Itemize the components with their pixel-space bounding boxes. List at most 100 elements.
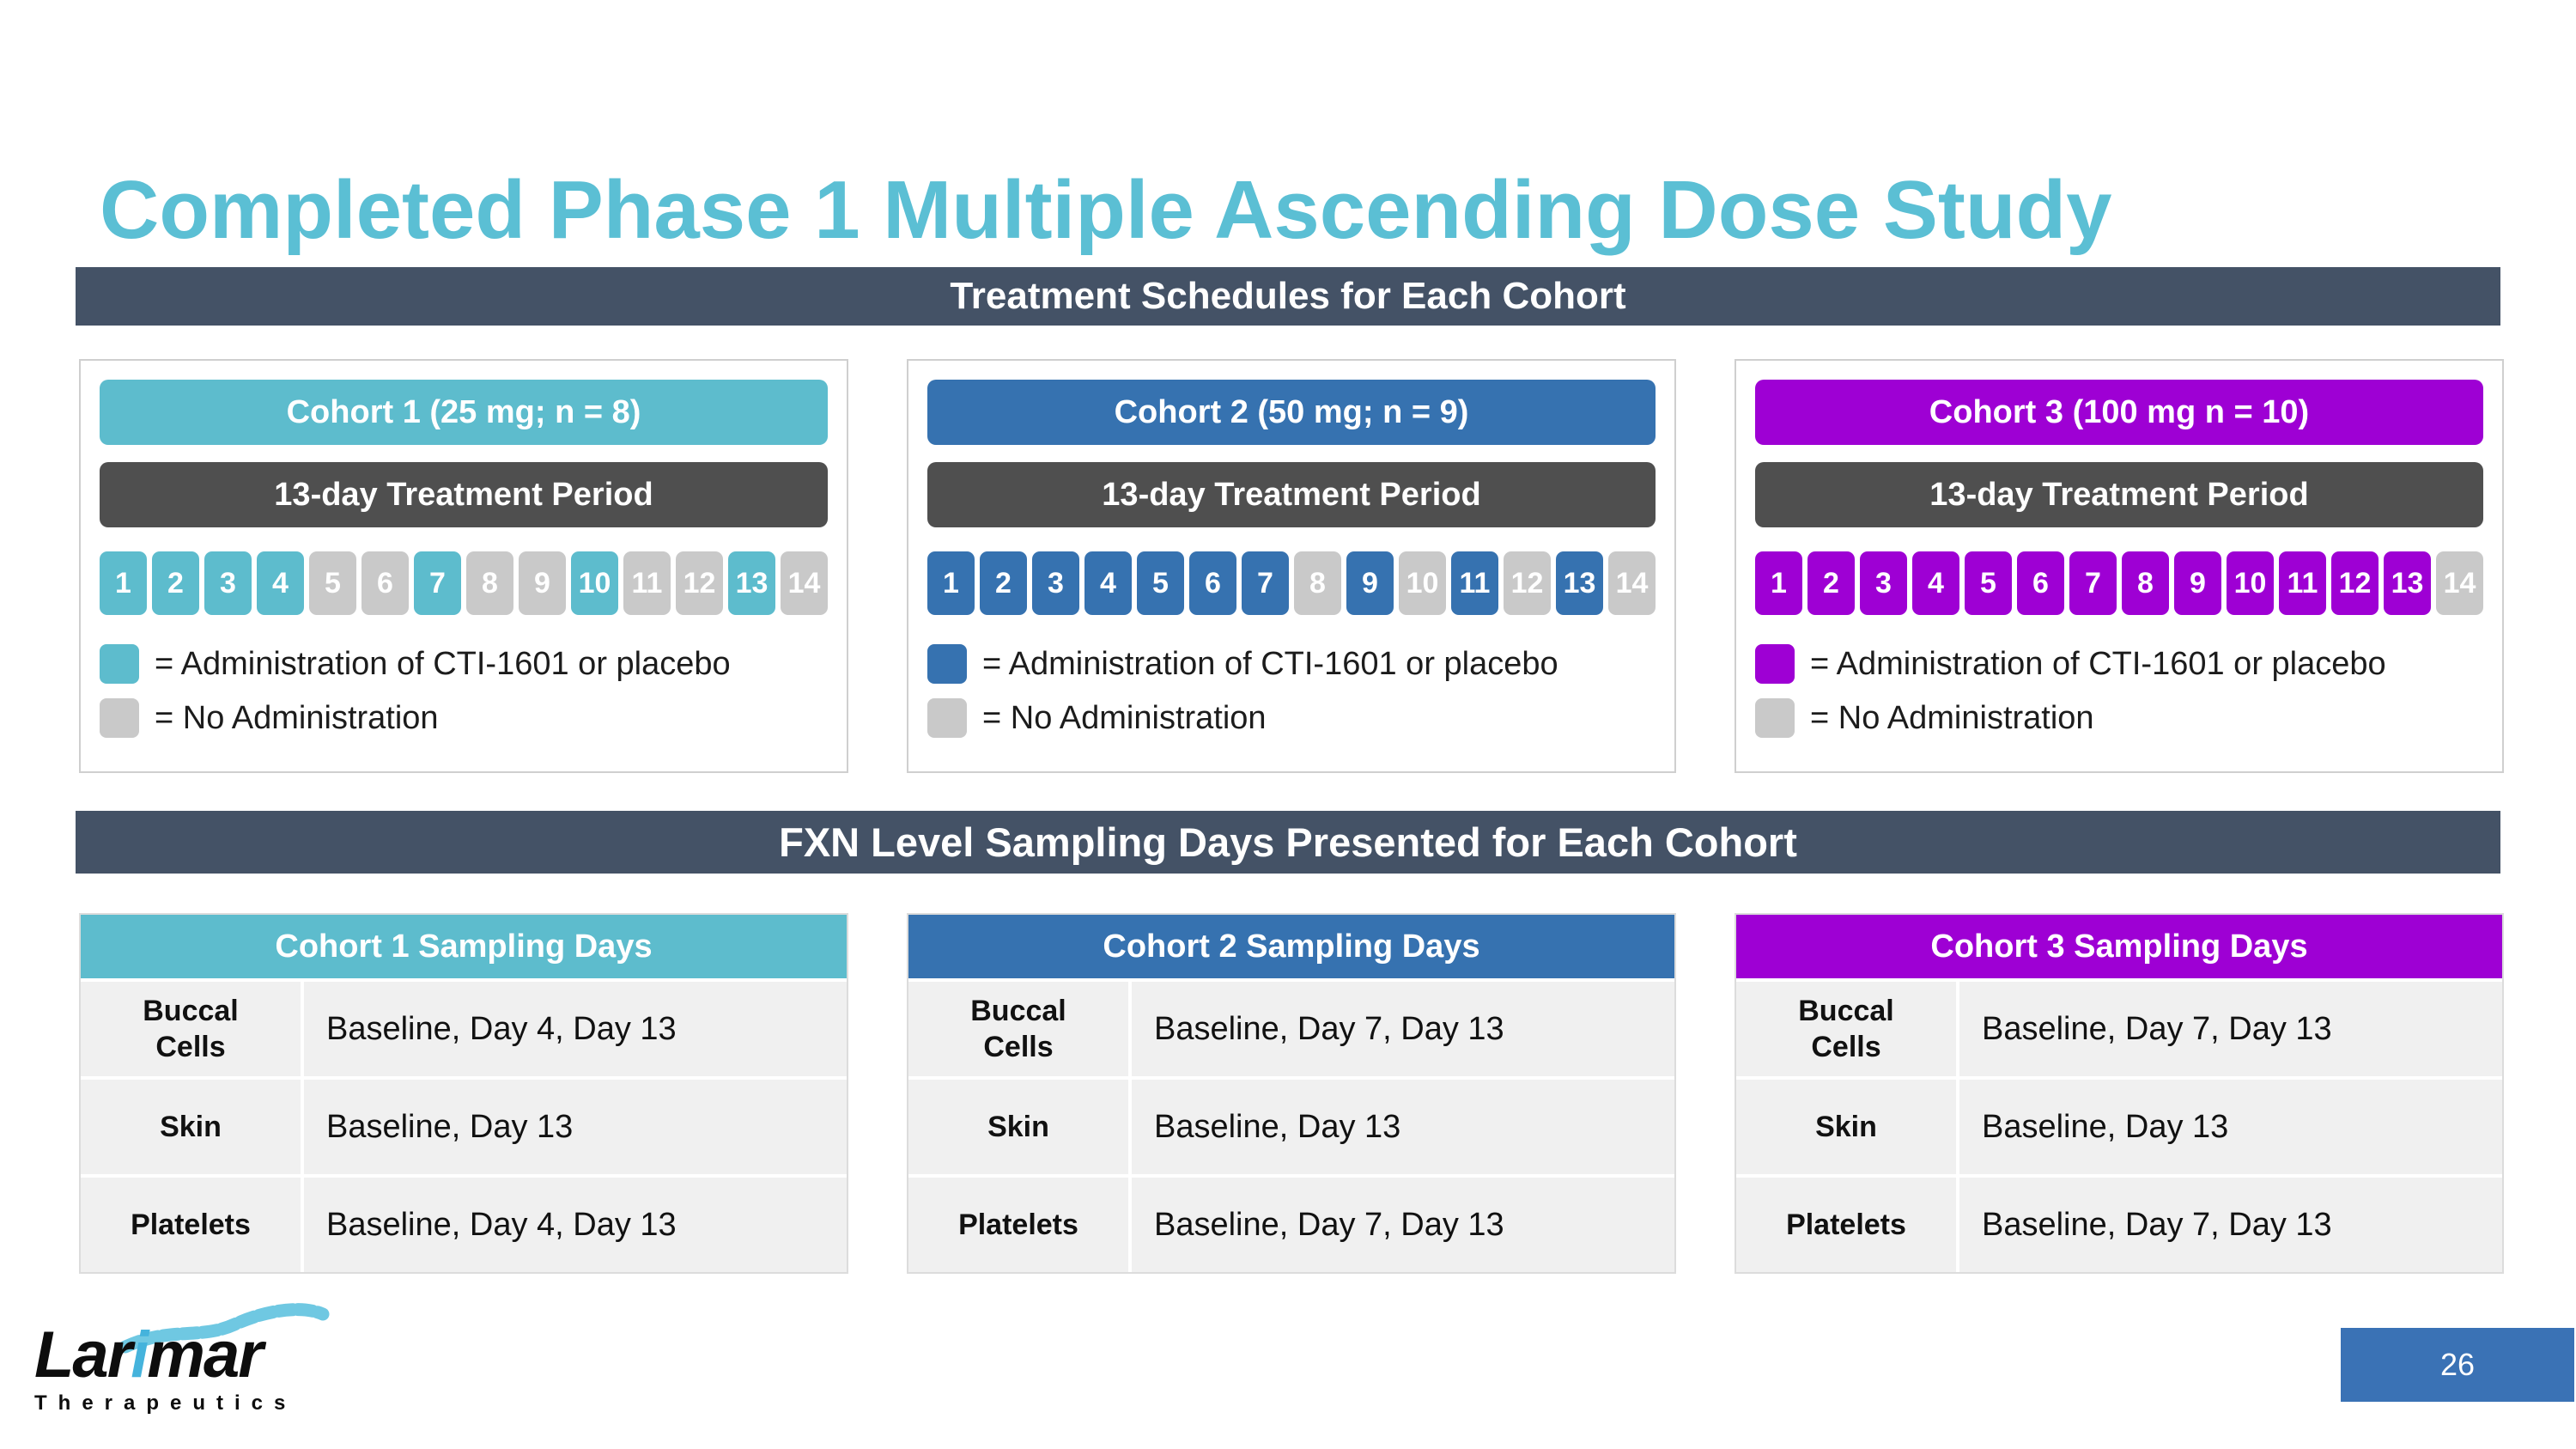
row-label: Skin [1736,1080,1956,1174]
row-label: Buccal Cells [1736,982,1956,1076]
cohort-3-card: Cohort 3 (100 mg n = 10) 13-day Treatmen… [1735,359,2504,773]
row-value: Baseline, Day 4, Day 13 [304,1178,847,1272]
row-value: Baseline, Day 13 [1132,1080,1674,1174]
row-label-text: Buccal Cells [970,994,1066,1064]
legend-row-none: = No Administration [100,698,828,738]
row-value: Baseline, Day 7, Day 13 [1132,982,1674,1076]
row-label: Skin [908,1080,1128,1174]
day-cell: 9 [519,551,566,615]
larimar-logo: Larimar Therapeutics [34,1303,343,1416]
table-row: Skin Baseline, Day 13 [1736,1080,2502,1174]
cohort-1-legend: = Administration of CTI-1601 or placebo … [100,644,828,738]
cohort-3-sampling-header: Cohort 3 Sampling Days [1736,915,2502,978]
cohort-3-treatment-period-bar: 13-day Treatment Period [1755,462,2483,527]
day-cell: 5 [1965,551,2012,615]
cohort-3-header: Cohort 3 (100 mg n = 10) [1755,380,2483,445]
row-label-text: Platelets [1786,1208,1906,1241]
legend-dose-label: = Administration of CTI-1601 or placebo [1810,645,2386,682]
legend-row-none: = No Administration [1755,698,2483,738]
table-row: Platelets Baseline, Day 4, Day 13 [81,1178,847,1272]
day-cell: 5 [1137,551,1184,615]
day-cell: 13 [1556,551,1603,615]
day-cell: 7 [2069,551,2117,615]
day-cell: 8 [2122,551,2169,615]
day-cell: 3 [1032,551,1079,615]
logo-text-mar: mar [147,1318,263,1391]
day-cell: 9 [2174,551,2221,615]
logo-wordmark: Larimar [34,1323,343,1388]
day-cell: 7 [1242,551,1289,615]
day-cell: 13 [2384,551,2431,615]
logo-subtitle: Therapeutics [34,1391,297,1415]
table-row: Skin Baseline, Day 13 [908,1080,1674,1174]
day-cell: 4 [257,551,304,615]
day-cell: 3 [1860,551,1907,615]
day-cell: 7 [414,551,461,615]
day-cell: 12 [2331,551,2379,615]
logo-text-i: i [131,1318,149,1391]
row-label-text: Platelets [131,1208,251,1241]
no-dose-swatch [1755,698,1795,738]
day-cell: 9 [1346,551,1394,615]
legend-none-label: = No Administration [1810,699,2094,736]
table-row: Platelets Baseline, Day 7, Day 13 [1736,1178,2502,1272]
day-cell: 14 [781,551,828,615]
day-cell: 6 [2017,551,2064,615]
table-row: Buccal Cells Baseline, Day 7, Day 13 [1736,982,2502,1076]
cohort-2-treatment-period-bar: 13-day Treatment Period [927,462,1656,527]
dose-swatch [927,644,967,684]
legend-none-label: = No Administration [982,699,1267,736]
legend-row-none: = No Administration [927,698,1656,738]
cohort-1-treatment-period-bar: 13-day Treatment Period [100,462,828,527]
logo-text-lar: Lar [34,1318,132,1391]
page-title: Completed Phase 1 Multiple Ascending Dos… [100,164,2112,257]
cohort-2-card: Cohort 2 (50 mg; n = 9) 13-day Treatment… [907,359,1676,773]
day-cell: 11 [1451,551,1498,615]
day-cell: 2 [1807,551,1855,615]
legend-row-dose: = Administration of CTI-1601 or placebo [927,644,1656,684]
day-cell: 13 [728,551,775,615]
day-cell: 10 [571,551,618,615]
day-cell: 10 [2227,551,2274,615]
section-heading-fxn-sampling: FXN Level Sampling Days Presented for Ea… [76,811,2500,874]
cohort-cards-row: Cohort 1 (25 mg; n = 8) 13-day Treatment… [79,359,2504,773]
legend-row-dose: = Administration of CTI-1601 or placebo [100,644,828,684]
no-dose-swatch [100,698,139,738]
table-row: Platelets Baseline, Day 7, Day 13 [908,1178,1674,1272]
row-label: Platelets [1736,1178,1956,1272]
day-cell: 14 [1608,551,1656,615]
day-cell: 6 [1189,551,1236,615]
dose-swatch [100,644,139,684]
day-cell: 8 [466,551,513,615]
cohort-1-card: Cohort 1 (25 mg; n = 8) 13-day Treatment… [79,359,848,773]
table-row: Skin Baseline, Day 13 [81,1080,847,1174]
day-cell: 11 [623,551,671,615]
day-cell: 8 [1294,551,1341,615]
legend-none-label: = No Administration [155,699,439,736]
row-label: Buccal Cells [81,982,301,1076]
cohort-2-sampling-header: Cohort 2 Sampling Days [908,915,1674,978]
row-label: Skin [81,1080,301,1174]
day-cell: 1 [100,551,147,615]
cohort-1-sampling-table: Cohort 1 Sampling Days Buccal Cells Base… [79,913,848,1274]
cohort-2-sampling-table: Cohort 2 Sampling Days Buccal Cells Base… [907,913,1676,1274]
row-value: Baseline, Day 4, Day 13 [304,982,847,1076]
legend-dose-label: = Administration of CTI-1601 or placebo [155,645,731,682]
row-label-text: Skin [987,1110,1049,1143]
row-value: Baseline, Day 13 [1959,1080,2502,1174]
row-label-text: Buccal Cells [1798,994,1894,1064]
table-row: Buccal Cells Baseline, Day 4, Day 13 [81,982,847,1076]
cohort-1-sampling-header: Cohort 1 Sampling Days [81,915,847,978]
legend-row-dose: = Administration of CTI-1601 or placebo [1755,644,2483,684]
sampling-tables-row: Cohort 1 Sampling Days Buccal Cells Base… [79,913,2504,1274]
day-cell: 3 [204,551,252,615]
row-label-text: Skin [160,1110,222,1143]
day-cell: 4 [1084,551,1132,615]
day-cell: 12 [1504,551,1551,615]
cohort-2-header: Cohort 2 (50 mg; n = 9) [927,380,1656,445]
row-value: Baseline, Day 7, Day 13 [1132,1178,1674,1272]
dose-swatch [1755,644,1795,684]
